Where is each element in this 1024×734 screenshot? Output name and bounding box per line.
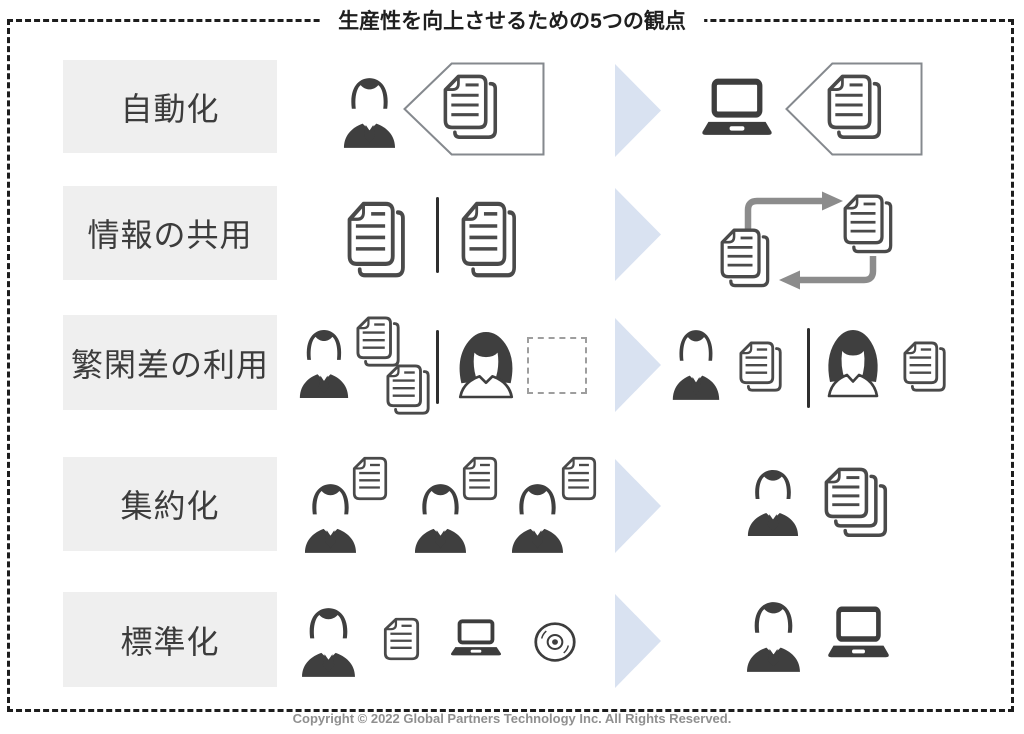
cd-icon	[533, 621, 577, 663]
row-label-consolidation: 集約化	[63, 457, 277, 551]
documents-icon	[356, 316, 402, 369]
businessman-icon	[746, 468, 800, 538]
businessman-icon	[671, 328, 721, 402]
businessman-icon	[298, 328, 350, 400]
row-label-workload-leveling: 繁閑差の利用	[63, 315, 277, 410]
copyright-text: Copyright © 2022 Global Partners Technol…	[292, 711, 732, 726]
document-icon	[352, 456, 388, 501]
laptop-icon	[701, 78, 773, 139]
row-label-standardization: 標準化	[63, 592, 277, 687]
businessman-icon	[300, 606, 357, 679]
divider-line	[807, 328, 810, 408]
laptop-icon	[450, 619, 502, 658]
businessman-icon	[510, 482, 565, 555]
diagram-title: 生産性を向上させるための5つの観点	[320, 5, 704, 35]
row-label-information-sharing: 情報の共用	[63, 186, 277, 280]
exchange-arrows-icon	[720, 191, 893, 290]
documents-icon	[461, 201, 519, 281]
businessman-icon	[342, 76, 397, 150]
document-icon	[462, 456, 498, 501]
divider-line	[436, 197, 439, 273]
documents-icon	[827, 74, 884, 142]
divider-line	[436, 330, 439, 404]
empty-slot-dashed-box	[527, 337, 587, 394]
transform-arrow-icon	[615, 188, 661, 281]
document-icon	[383, 617, 420, 661]
documents-icon	[739, 341, 784, 394]
documents-icon	[903, 341, 948, 394]
documents-icon	[347, 201, 408, 281]
documents-icon	[443, 74, 500, 142]
row-label-automation: 自動化	[63, 60, 277, 153]
businessman-icon	[303, 482, 358, 555]
transform-arrow-icon	[615, 318, 661, 412]
transform-arrow-icon	[615, 594, 661, 688]
transform-arrow-icon	[615, 459, 661, 553]
documents-icon	[386, 364, 432, 417]
document-icon	[561, 456, 597, 501]
document-stack-icon	[824, 467, 890, 540]
businessman-icon	[413, 482, 468, 555]
businesswoman-icon	[456, 330, 516, 399]
laptop-icon	[827, 606, 890, 661]
transform-arrow-icon	[615, 64, 661, 157]
businessman-icon	[745, 600, 802, 674]
businesswoman-icon	[825, 328, 881, 398]
